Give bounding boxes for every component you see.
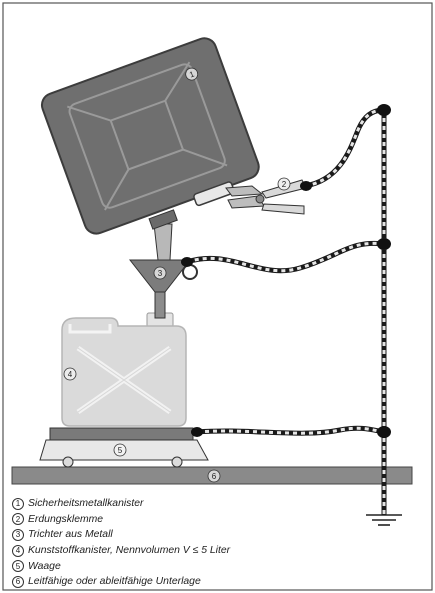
callout-6-label: 6 xyxy=(212,472,217,481)
metal-canister-nozzle xyxy=(153,223,173,261)
legend-item: 4 Kunststoffkanister, Nennvolumen V ≤ 5 L… xyxy=(12,543,422,559)
scale-foot-right xyxy=(171,456,183,468)
callout-6-circle xyxy=(207,469,221,483)
legend-text: Waage xyxy=(28,560,61,572)
node-pole-lower xyxy=(377,426,391,438)
plastic-canister-x-outline xyxy=(77,347,171,413)
legend-item: 5 Waage xyxy=(12,558,422,574)
callout-5-label: 5 xyxy=(118,446,123,455)
cable-scale-base xyxy=(196,425,385,436)
callout-4-label: 4 xyxy=(68,370,73,379)
metal-canister-inner-panel xyxy=(68,63,226,209)
legend-item: 2 Erdungsklemme xyxy=(12,512,422,528)
legend-item: 3 Trichter aus Metall xyxy=(12,527,422,543)
legend: 1 Sicherheitsmetallkanister 2 Erdungsklemme… xyxy=(12,496,422,590)
legend-item: 6 Leitfähige oder ableitfähige Unterlage xyxy=(12,574,422,590)
legend-number-circle: 1 xyxy=(12,497,24,510)
scale-foot-left xyxy=(62,456,74,468)
node-pole-top xyxy=(377,104,391,116)
callout-3-circle xyxy=(153,266,167,280)
cable-clamp-dashes xyxy=(304,108,385,188)
scale-top-plate xyxy=(49,427,194,441)
legend-text: Trichter aus Metall xyxy=(28,529,113,541)
legend-number-circle: 5 xyxy=(12,560,24,573)
legend-text: Kunststoffkanister, Nennvolumen V ≤ 5 Li… xyxy=(28,545,231,557)
funnel-ring xyxy=(182,264,198,280)
metal-canister-ribs xyxy=(66,61,228,211)
callout-1-circle xyxy=(185,67,199,81)
plastic-canister-handle xyxy=(68,324,112,334)
legend-number-circle: 3 xyxy=(12,528,24,541)
metal-canister-handle xyxy=(193,181,235,207)
callout-4-circle xyxy=(63,367,77,381)
node-pole-middle xyxy=(377,238,391,250)
cable-funnel-base xyxy=(186,240,385,274)
node-clamp xyxy=(300,181,312,191)
legend-text: Leitfähige oder ableitfähige Unterlage xyxy=(28,576,201,588)
clamp-pivot xyxy=(255,194,265,204)
callout-2-circle xyxy=(277,177,291,191)
cable-funnel-dashes xyxy=(186,241,385,273)
callout-5-circle xyxy=(113,443,127,457)
legend-number-circle: 4 xyxy=(12,544,24,557)
legend-item: 1 Sicherheitsmetallkanister xyxy=(12,496,422,512)
callout-3-label: 3 xyxy=(158,269,163,278)
legend-number-circle: 2 xyxy=(12,513,24,526)
metal-canister-body xyxy=(40,37,260,235)
node-scale xyxy=(191,427,203,437)
clamp-handle-lower xyxy=(261,203,305,215)
metal-canister: 1 xyxy=(40,37,260,235)
clamp-jaw-upper xyxy=(225,185,264,197)
callout-1-label: 1 xyxy=(188,69,196,79)
funnel-spout xyxy=(154,291,166,319)
callout-2-label: 2 xyxy=(282,180,287,189)
metal-canister-center-panel xyxy=(109,99,185,171)
legend-text: Sicherheitsmetallkanister xyxy=(28,498,144,510)
legend-number-circle: 6 xyxy=(12,575,24,588)
cable-clamp-base xyxy=(304,107,385,189)
grounding-clamp: 2 xyxy=(225,177,307,215)
metal-canister-nozzle-collar xyxy=(148,209,178,230)
node-funnel xyxy=(181,257,193,267)
cable-scale-dashes xyxy=(196,426,385,435)
legend-text: Erdungsklemme xyxy=(28,513,104,525)
